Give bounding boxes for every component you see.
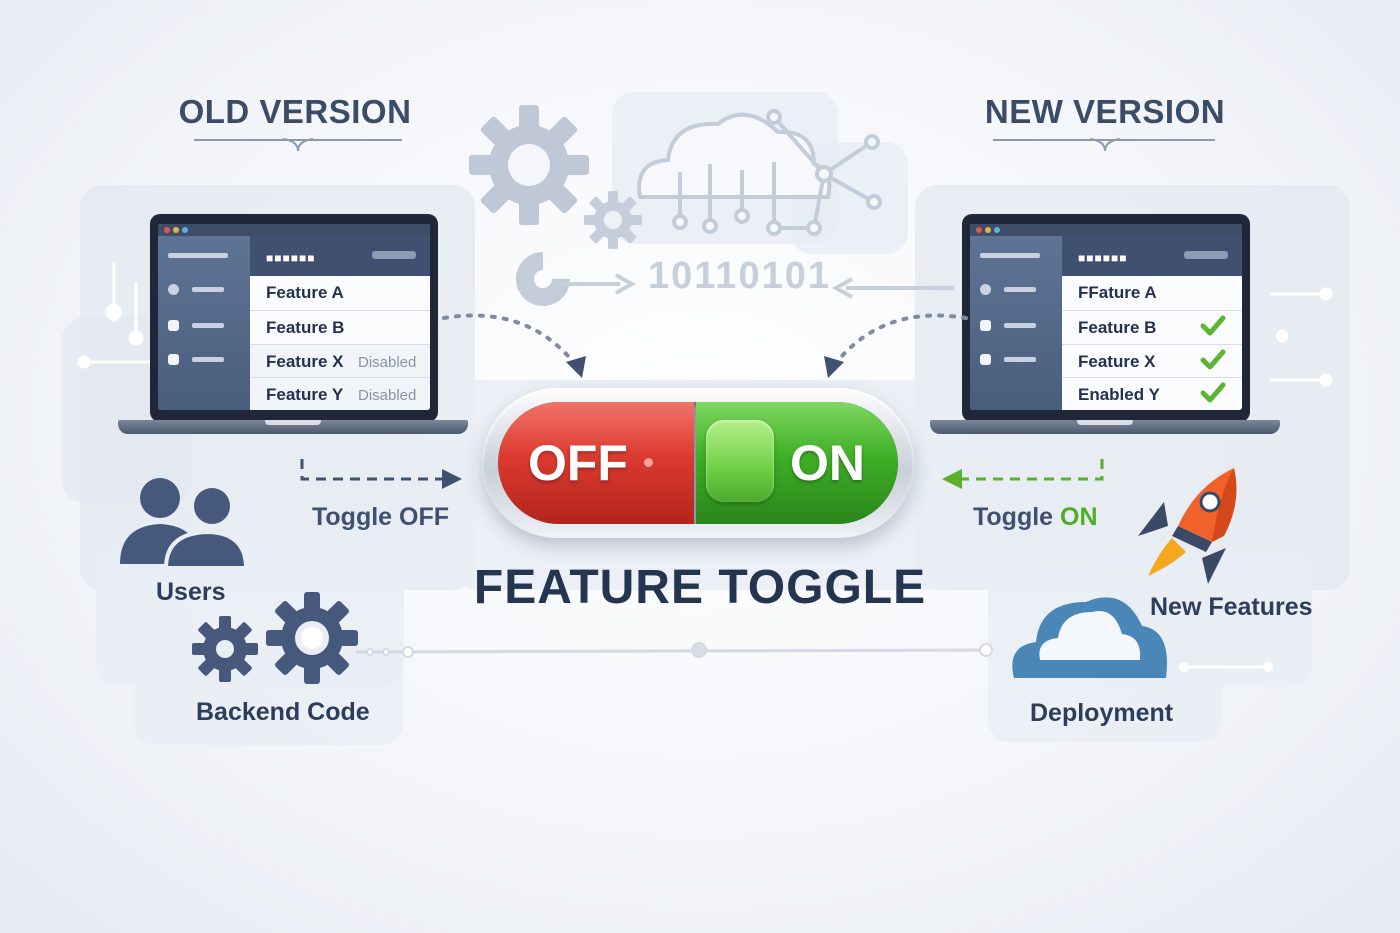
old-sidebar-item <box>168 250 238 262</box>
check-icon <box>1200 382 1226 403</box>
backend-code-label: Backend Code <box>196 698 370 726</box>
new-feature-row: FFature A <box>1062 276 1242 311</box>
old-version-laptop: ■■■■■■ Feature A Feature B Feature X Dis… <box>118 214 468 444</box>
large-gear-icon <box>266 592 358 684</box>
new-sidebar <box>970 236 1062 410</box>
old-version-underline-notch <box>282 138 314 152</box>
new-laptop-screen: ■■■■■■ FFature A Feature B Feature X Ena… <box>970 224 1242 410</box>
feature-status-disabled: Disabled <box>358 354 417 371</box>
toggle-on-prefix: Toggle <box>973 503 1061 531</box>
feature-name: Feature B <box>266 318 345 337</box>
new-feature-row: Feature X <box>1062 345 1242 378</box>
feature-name: Feature Y <box>266 385 344 404</box>
old-version-heading: OLD VERSION <box>178 93 412 130</box>
old-sidebar <box>158 236 250 410</box>
toggle-off-arrow <box>300 459 462 489</box>
new-sidebar-item <box>980 354 1050 366</box>
new-laptop-notch <box>1077 420 1133 425</box>
toggle-off-caption: Toggle OFF <box>312 503 449 532</box>
old-laptop-base <box>118 420 468 434</box>
new-version-underline <box>993 139 1215 141</box>
new-sidebar-item <box>980 250 1050 262</box>
check-icon <box>1200 315 1226 336</box>
binary-code: 10110101 <box>648 255 831 297</box>
rocket-icon <box>1138 468 1237 584</box>
old-feature-row: Feature A <box>250 276 430 311</box>
cloud-icon <box>1012 597 1167 678</box>
old-feature-row: Feature Y Disabled <box>250 378 430 410</box>
old-main-header: ■■■■■■ <box>250 236 430 276</box>
toggle-knob[interactable] <box>706 420 774 502</box>
header-dots: ■■■■■■ <box>1078 251 1128 265</box>
new-to-toggle-arrow <box>824 313 968 378</box>
old-sidebar-item <box>168 320 238 332</box>
new-laptop-base <box>930 420 1280 434</box>
old-to-toggle-arrow <box>442 313 586 378</box>
new-main-header: ■■■■■■ <box>1062 236 1242 276</box>
close-dot <box>976 227 982 233</box>
old-feature-row: Feature X Disabled <box>250 345 430 378</box>
old-laptop-screen: ■■■■■■ Feature A Feature B Feature X Dis… <box>158 224 430 410</box>
header-pill <box>372 251 416 259</box>
maximize-dot <box>182 227 188 233</box>
gear-icon <box>192 616 258 682</box>
close-dot <box>164 227 170 233</box>
right-circuit-lines <box>1270 287 1333 387</box>
backend-deployment-connector <box>355 642 993 658</box>
minimize-dot <box>173 227 179 233</box>
wrench-icon <box>516 252 570 306</box>
old-laptop-bezel: ■■■■■■ Feature A Feature B Feature X Dis… <box>150 214 438 422</box>
minimize-dot <box>985 227 991 233</box>
new-version-heading: NEW VERSION <box>984 93 1226 130</box>
header-dots: ■■■■■■ <box>266 251 316 265</box>
old-feature-row: Feature B <box>250 311 430 345</box>
feature-name: Feature X <box>1078 352 1156 371</box>
old-version-underline <box>194 139 402 141</box>
new-window-titlebar <box>970 224 1242 236</box>
deployment-connector <box>1179 662 1273 672</box>
feature-name: Feature X <box>266 352 344 371</box>
new-feature-row: Enabled Y <box>1062 378 1242 410</box>
toggle-off-label: OFF <box>528 435 628 491</box>
old-sidebar-item <box>168 284 238 296</box>
backend-panel <box>133 648 403 745</box>
left-circuit-lines <box>77 262 158 369</box>
arrow-from-right-to-binary <box>831 277 954 299</box>
header-pill <box>1184 251 1228 259</box>
maximize-dot <box>994 227 1000 233</box>
old-window-titlebar <box>158 224 430 236</box>
toggle-on-arrow <box>942 459 1104 489</box>
feature-name: Feature B <box>1078 318 1157 337</box>
small-gear-icon <box>584 191 642 249</box>
feature-name: Feature A <box>266 283 344 302</box>
toggle-off-keyword: OFF <box>399 503 450 531</box>
gear-icon <box>469 105 589 225</box>
new-sidebar-item <box>980 284 1050 296</box>
arrow-to-binary <box>560 273 637 295</box>
feature-name: Enabled Y <box>1078 385 1160 404</box>
cloud-network-icon <box>637 109 882 236</box>
new-features-label: New Features <box>1150 593 1313 621</box>
feature-toggle-switch[interactable]: OFF ON <box>498 402 898 524</box>
toggle-on-label: ON <box>790 435 865 491</box>
new-feature-row: Feature B <box>1062 311 1242 345</box>
old-sidebar-item <box>168 354 238 366</box>
new-laptop-bezel: ■■■■■■ FFature A Feature B Feature X Ena… <box>962 214 1250 422</box>
toggle-on-keyword: ON <box>1060 503 1098 531</box>
toggle-on-caption: Toggle ON <box>973 503 1098 532</box>
feature-toggle-title: FEATURE TOGGLE <box>473 561 927 614</box>
new-version-underline-notch <box>1089 138 1121 152</box>
new-sidebar-item <box>980 320 1050 332</box>
toggle-indicator-dot <box>644 458 653 467</box>
toggle-off-prefix: Toggle <box>312 503 400 531</box>
deployment-label: Deployment <box>1030 699 1174 727</box>
check-icon <box>1200 349 1226 370</box>
feature-name: FFature A <box>1078 283 1157 302</box>
users-icon <box>120 478 249 570</box>
old-laptop-notch <box>265 420 321 425</box>
users-label: Users <box>156 578 226 606</box>
new-version-laptop: ■■■■■■ FFature A Feature B Feature X Ena… <box>930 214 1280 444</box>
toggle-off-segment[interactable] <box>498 402 694 524</box>
feature-status-disabled: Disabled <box>358 387 417 404</box>
